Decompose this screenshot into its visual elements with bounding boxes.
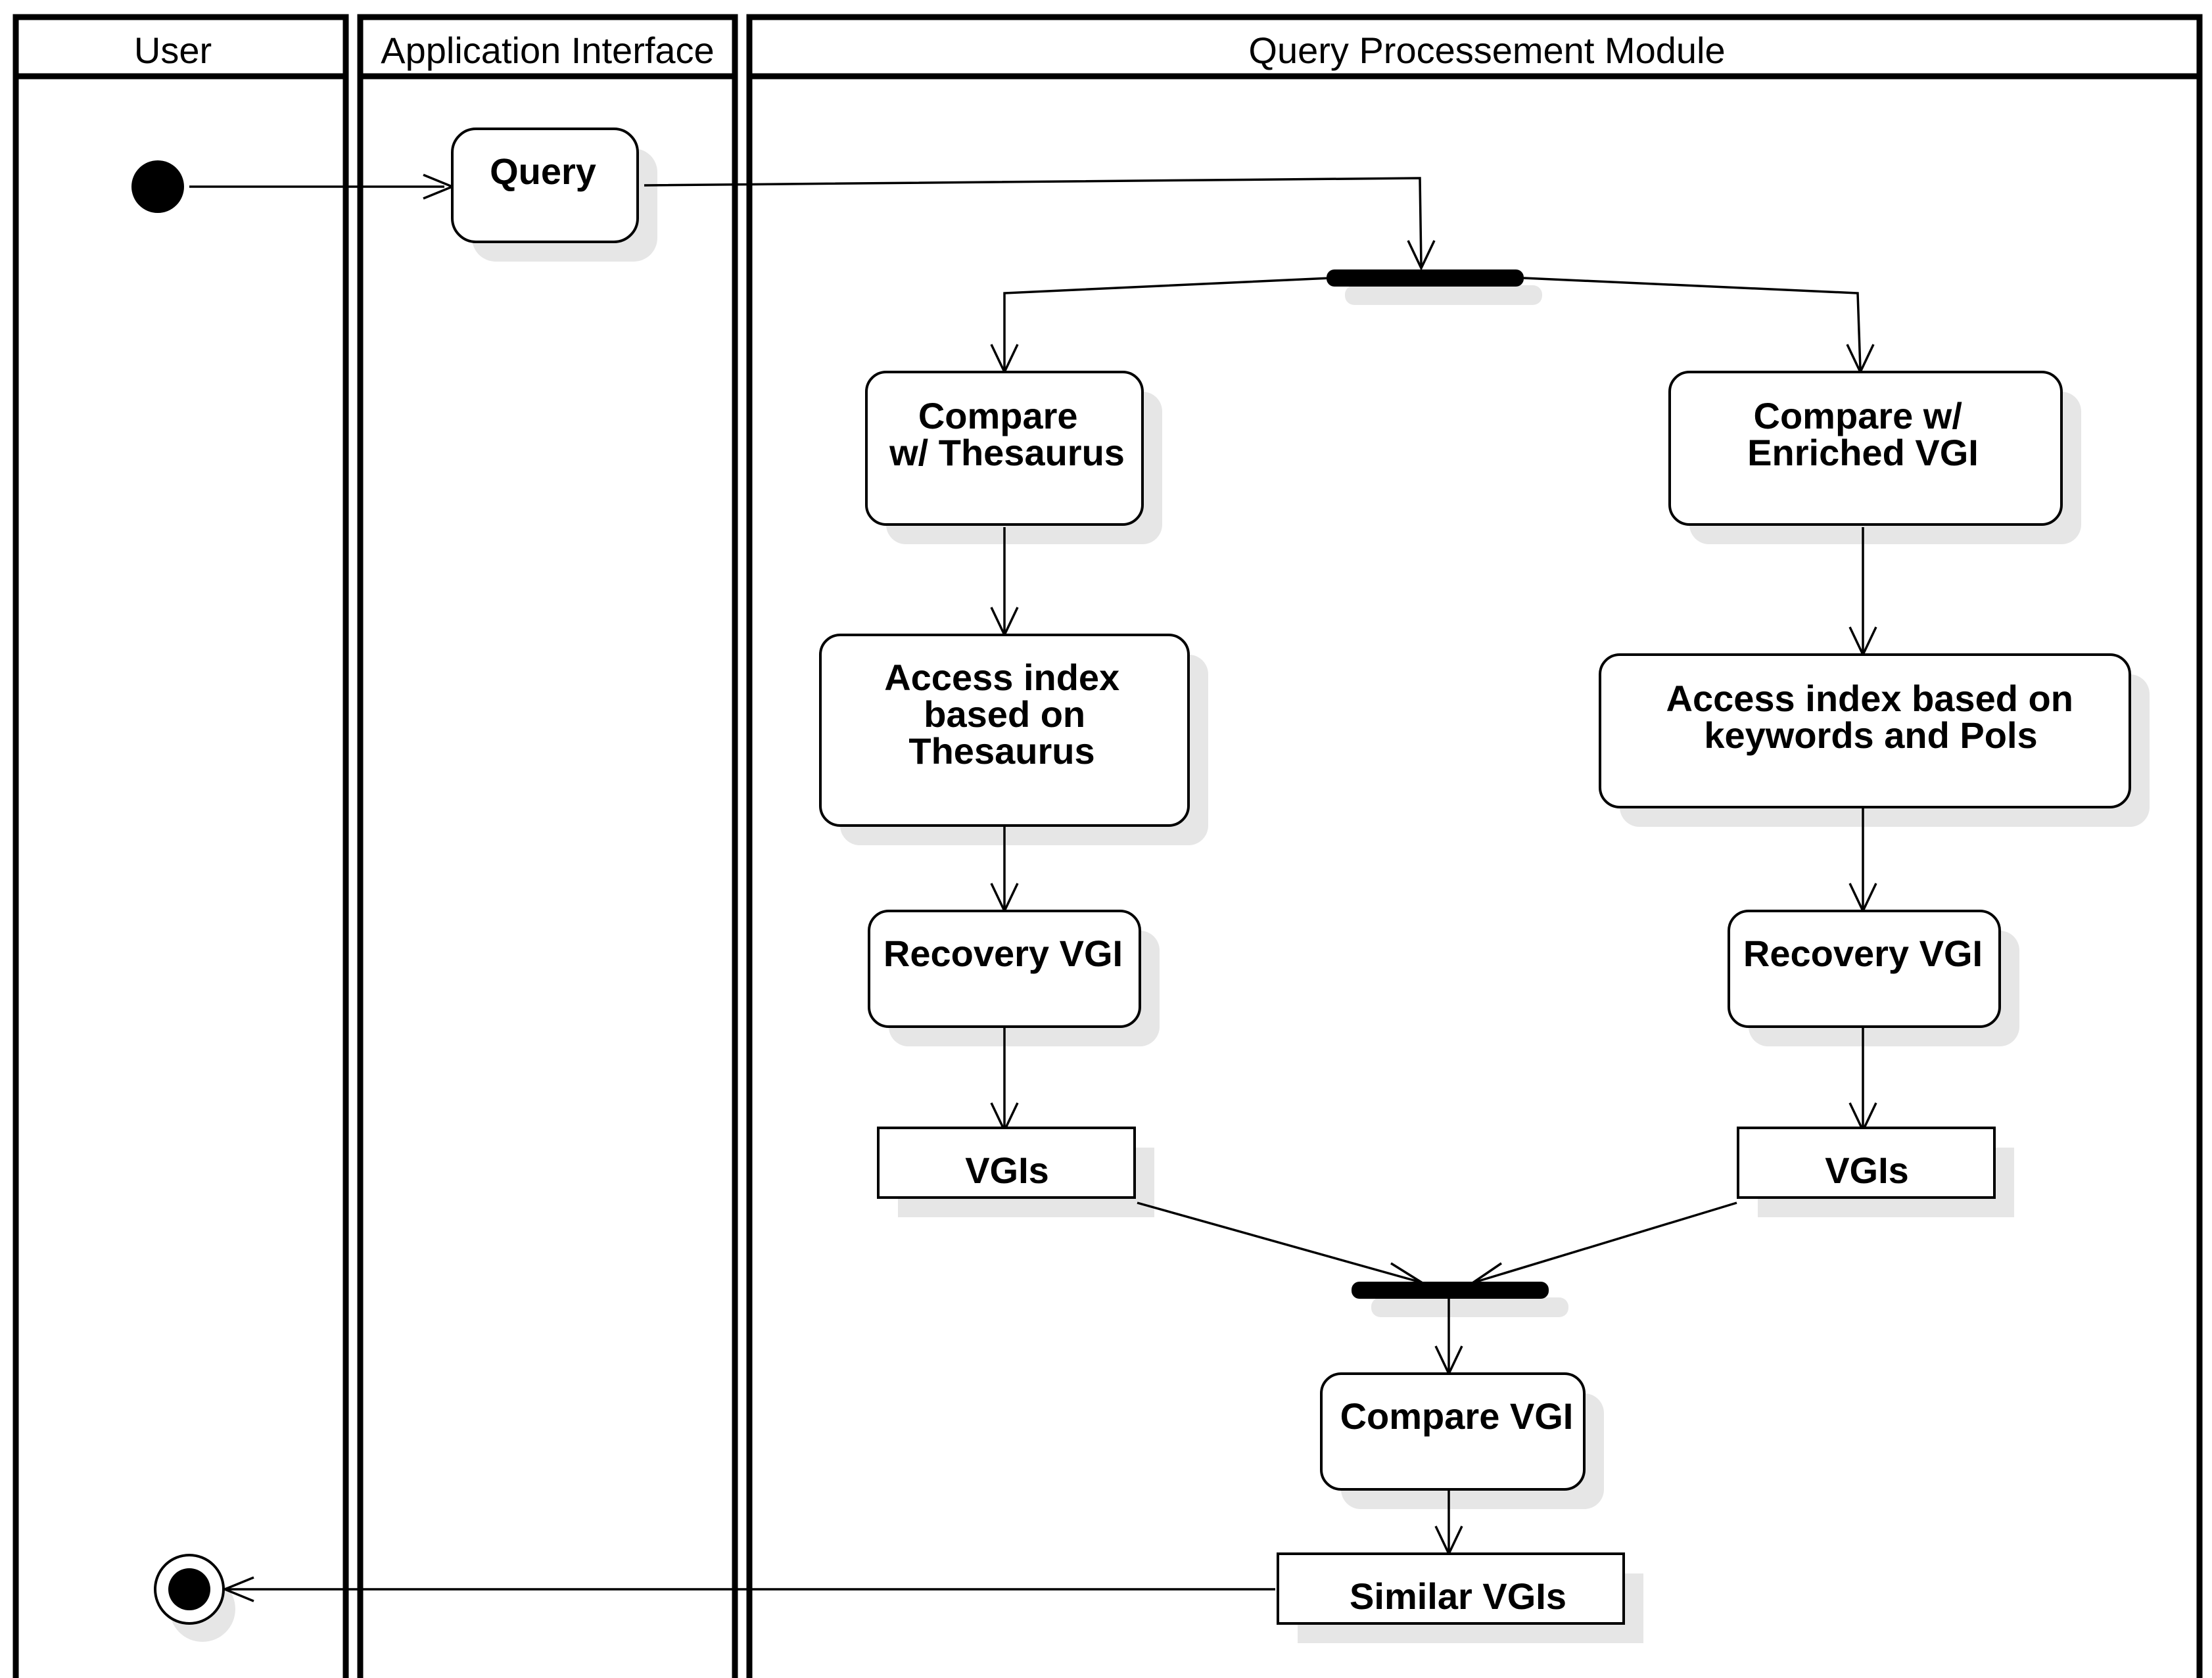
object-vgis-left-label: VGIs [965, 1150, 1049, 1191]
action-access-index-thesaurus [819, 634, 1190, 827]
edge-vgis-left-to-join [1137, 1201, 1419, 1283]
edge-fork-to-compare-enriched [1523, 277, 1862, 370]
action-compare-vgi [1320, 1372, 1586, 1491]
action-compare-thesaurus [865, 371, 1144, 526]
edge-fork-to-compare-thesaurus [1003, 277, 1331, 369]
action-query-label: Query [490, 151, 596, 192]
edge-query-to-fork [644, 177, 1423, 266]
lane-title-query-processement-module: Query Processement Module [1248, 30, 1725, 71]
lane-user: User [12, 14, 349, 1678]
lane-application-interface: Application Interface [357, 14, 738, 1678]
object-similar-vgis [1277, 1552, 1625, 1625]
action-access-index-keywords [1599, 653, 2131, 808]
object-similar-vgis-label: Similar VGIs [1350, 1575, 1566, 1617]
action-recovery-vgi-right-label: Recovery VGI [1743, 933, 1983, 974]
swimlanes: User Application Interface Query Process… [12, 14, 2203, 1678]
join-bar [1352, 1282, 1549, 1299]
lane-title-application-interface: Application Interface [381, 30, 714, 71]
action-query [451, 128, 639, 243]
action-recovery-vgi-left [868, 910, 1141, 1028]
action-recovery-vgi-right [1728, 910, 2001, 1028]
fork-bar [1327, 269, 1524, 287]
object-vgis-left [877, 1127, 1136, 1199]
action-compare-thesaurus-label: Compare w/ Thesaurus [889, 395, 1125, 473]
edge-vgis-right-to-join [1476, 1201, 1737, 1283]
final-node-icon [154, 1554, 225, 1625]
action-compare-vgi-label: Compare VGI [1340, 1395, 1574, 1437]
lane-query-processement-module: Query Processement Module [746, 14, 2203, 1678]
object-vgis-right [1737, 1127, 1996, 1199]
action-compare-enriched-label: Compare w/ Enriched VGI [1747, 395, 1979, 473]
lane-title-user: User [134, 30, 212, 71]
edges [189, 177, 1864, 1591]
initial-node-icon [131, 160, 184, 213]
action-compare-enriched [1668, 371, 2063, 526]
object-vgis-right-label: VGIs [1825, 1150, 1909, 1191]
action-access-index-keywords-label: Access index based on keywords and Pols [1666, 678, 2084, 756]
action-access-index-thesaurus-label: Access index based on Thesaurus [884, 657, 1130, 772]
action-recovery-vgi-left-label: Recovery VGI [883, 933, 1123, 974]
